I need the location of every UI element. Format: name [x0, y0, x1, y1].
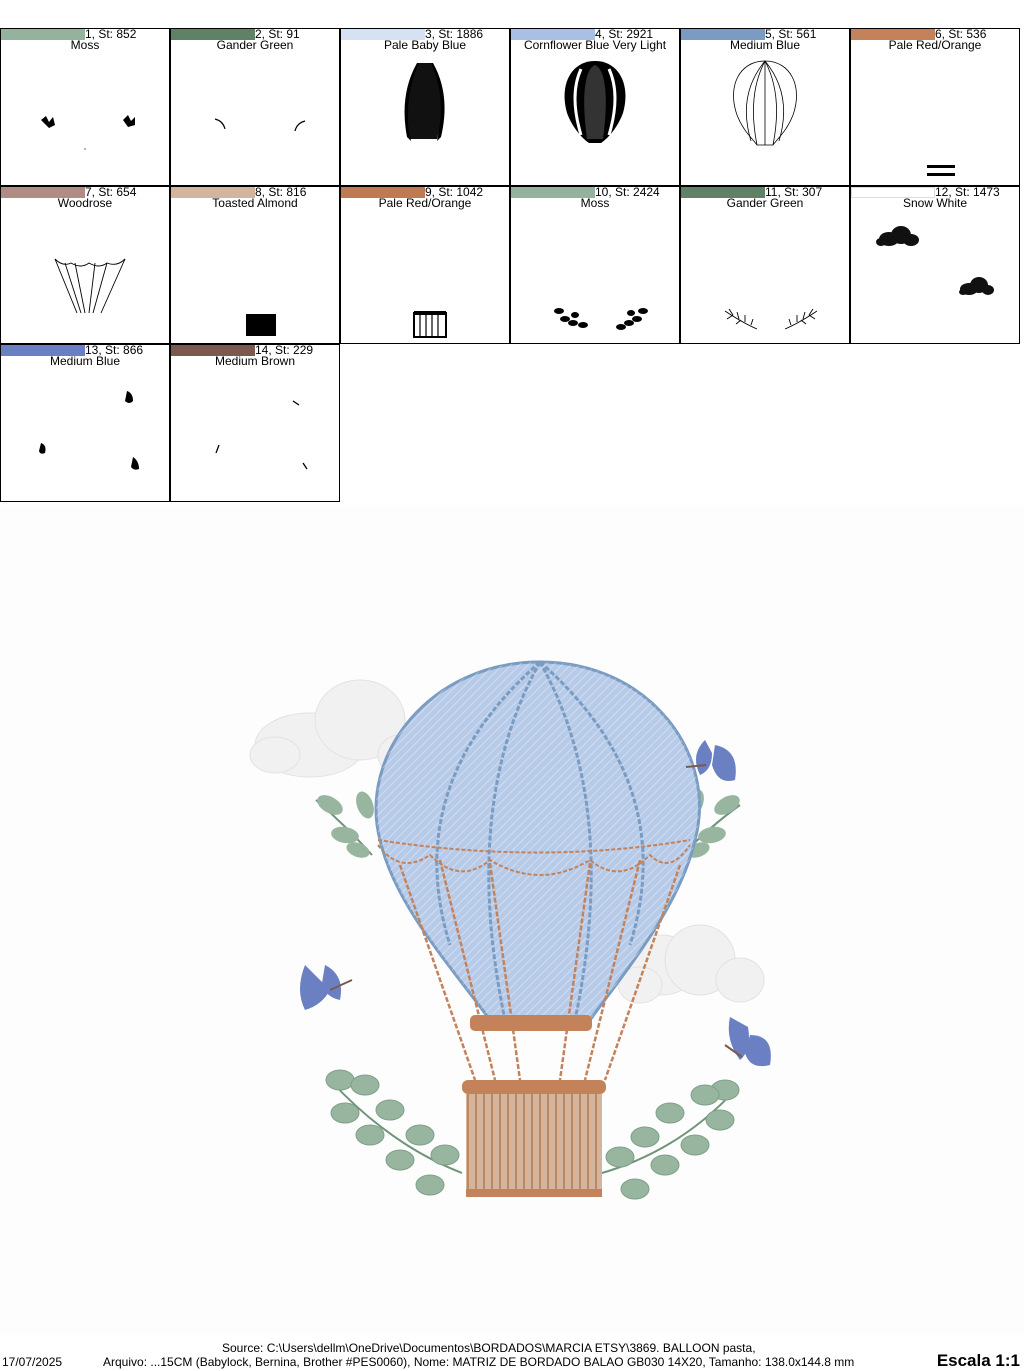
color-cell-12: 12, St: 1473 Snow White — [850, 186, 1020, 344]
color-swatch — [171, 29, 255, 40]
stitch-count: 9, St: 1042 — [425, 186, 484, 199]
leaves-bottom-left — [325, 1069, 463, 1196]
color-name: Cornflower Blue Very Light — [523, 38, 667, 52]
color-swatch — [851, 29, 935, 40]
balloon-ropes — [398, 859, 682, 1081]
color-name: Snow White — [902, 196, 968, 210]
footer: Source: C:\Users\dellm\OneDrive\Document… — [0, 1341, 1024, 1371]
color-swatch — [1, 29, 85, 40]
color-swatch — [171, 345, 255, 356]
ropes-thumbnail — [54, 258, 126, 314]
scale-label: Escala 1:1 — [936, 1351, 1020, 1370]
balloon-shading-thumbnail — [564, 61, 626, 143]
color-swatch — [511, 187, 595, 198]
color-cell-3: 3, St: 1886 Pale Baby Blue — [340, 28, 510, 186]
color-name: Medium Blue — [729, 38, 801, 52]
butterfly-wings-thumbnail — [39, 391, 139, 470]
color-swatch — [1, 345, 85, 356]
source-path: Source: C:\Users\dellm\OneDrive\Document… — [222, 1341, 756, 1355]
color-cell-11: 11, St: 307 Gander Green — [680, 186, 850, 344]
embroidery-preview — [0, 505, 1024, 1335]
basket-rim-thumbnail — [927, 165, 955, 176]
basket — [462, 1015, 606, 1197]
clouds-thumbnail — [876, 226, 994, 295]
stitch-count: 1, St: 852 — [85, 28, 137, 41]
stem-thumbnail — [214, 118, 306, 132]
leaf-fill-thumbnail — [554, 308, 648, 330]
stitch-count: 7, St: 654 — [85, 186, 137, 199]
leaves-top-left — [315, 791, 374, 858]
color-name: Pale Baby Blue — [383, 38, 467, 52]
stitch-count: 14, St: 229 — [255, 344, 314, 357]
leaf-veins-thumbnail — [724, 308, 818, 330]
butterfly-top-right — [685, 740, 736, 781]
stitch-count: 8, St: 816 — [255, 186, 307, 199]
basket-fill-thumbnail — [246, 314, 276, 336]
color-swatch — [511, 29, 595, 40]
balloon-panels-thumbnail — [404, 63, 445, 141]
stitch-count: 13, St: 866 — [85, 344, 144, 357]
color-cell-10: 10, St: 2424 Moss — [510, 186, 680, 344]
color-swatch — [681, 187, 765, 198]
color-cell-9: 9, St: 1042 Pale Red/Orange — [340, 186, 510, 344]
butterfly-bodies-thumbnail — [215, 400, 308, 470]
color-swatch — [1, 187, 85, 198]
color-cell-14: 14, St: 229 Medium Brown — [170, 344, 340, 502]
stitch-count: 10, St: 2424 — [595, 186, 660, 199]
color-name: Gander Green — [726, 196, 804, 210]
color-cell-1: 1, St: 852 Moss — [0, 28, 170, 186]
color-name: Woodrose — [57, 196, 113, 210]
color-cell-8: 8, St: 816 Toasted Almond — [170, 186, 340, 344]
color-cell-7: 7, St: 654 Woodrose — [0, 186, 170, 344]
file-info: Arquivo: ...15CM (Babylock, Bernina, Bro… — [103, 1355, 855, 1369]
color-swatch — [681, 29, 765, 40]
color-cell-2: 2, St: 91 Gander Green — [170, 28, 340, 186]
color-cell-4: 4, St: 2921 Cornflower Blue Very Light — [510, 28, 680, 186]
stitch-count: 6, St: 536 — [935, 28, 987, 41]
stitch-count: 5, St: 561 — [765, 28, 817, 41]
color-swatch — [341, 29, 425, 40]
stitch-count: 3, St: 1886 — [425, 28, 484, 41]
color-name: Gander Green — [216, 38, 294, 52]
color-swatch — [851, 187, 935, 198]
color-name: Moss — [70, 38, 100, 52]
stitch-count: 2, St: 91 — [255, 28, 300, 41]
color-swatch — [341, 187, 425, 198]
color-name: Toasted Almond — [212, 196, 298, 210]
color-name: Medium Brown — [214, 354, 296, 368]
stitch-count: 4, St: 2921 — [595, 28, 654, 41]
print-date: 17/07/2025 — [2, 1355, 63, 1369]
butterfly-left — [300, 965, 353, 1010]
basket-weave-thumbnail — [413, 311, 447, 338]
color-swatch — [171, 187, 255, 198]
stitch-count: 12, St: 1473 — [935, 186, 1000, 199]
color-name: Medium Blue — [49, 354, 121, 368]
balloon-outline-thumbnail — [733, 60, 797, 146]
stitch-count: 11, St: 307 — [765, 186, 823, 199]
color-cell-6: 6, St: 536 Pale Red/Orange — [850, 28, 1020, 186]
color-name: Pale Red/Orange — [378, 196, 472, 210]
color-cell-13: 13, St: 866 Medium Blue — [0, 344, 170, 502]
color-cell-5: 5, St: 561 Medium Blue — [680, 28, 850, 186]
butterfly-bottom-right — [724, 1017, 771, 1067]
leaves-bottom-right — [601, 1079, 740, 1200]
color-name: Moss — [580, 196, 610, 210]
moss-leaves-thumbnail — [41, 115, 135, 150]
color-name: Pale Red/Orange — [888, 38, 982, 52]
